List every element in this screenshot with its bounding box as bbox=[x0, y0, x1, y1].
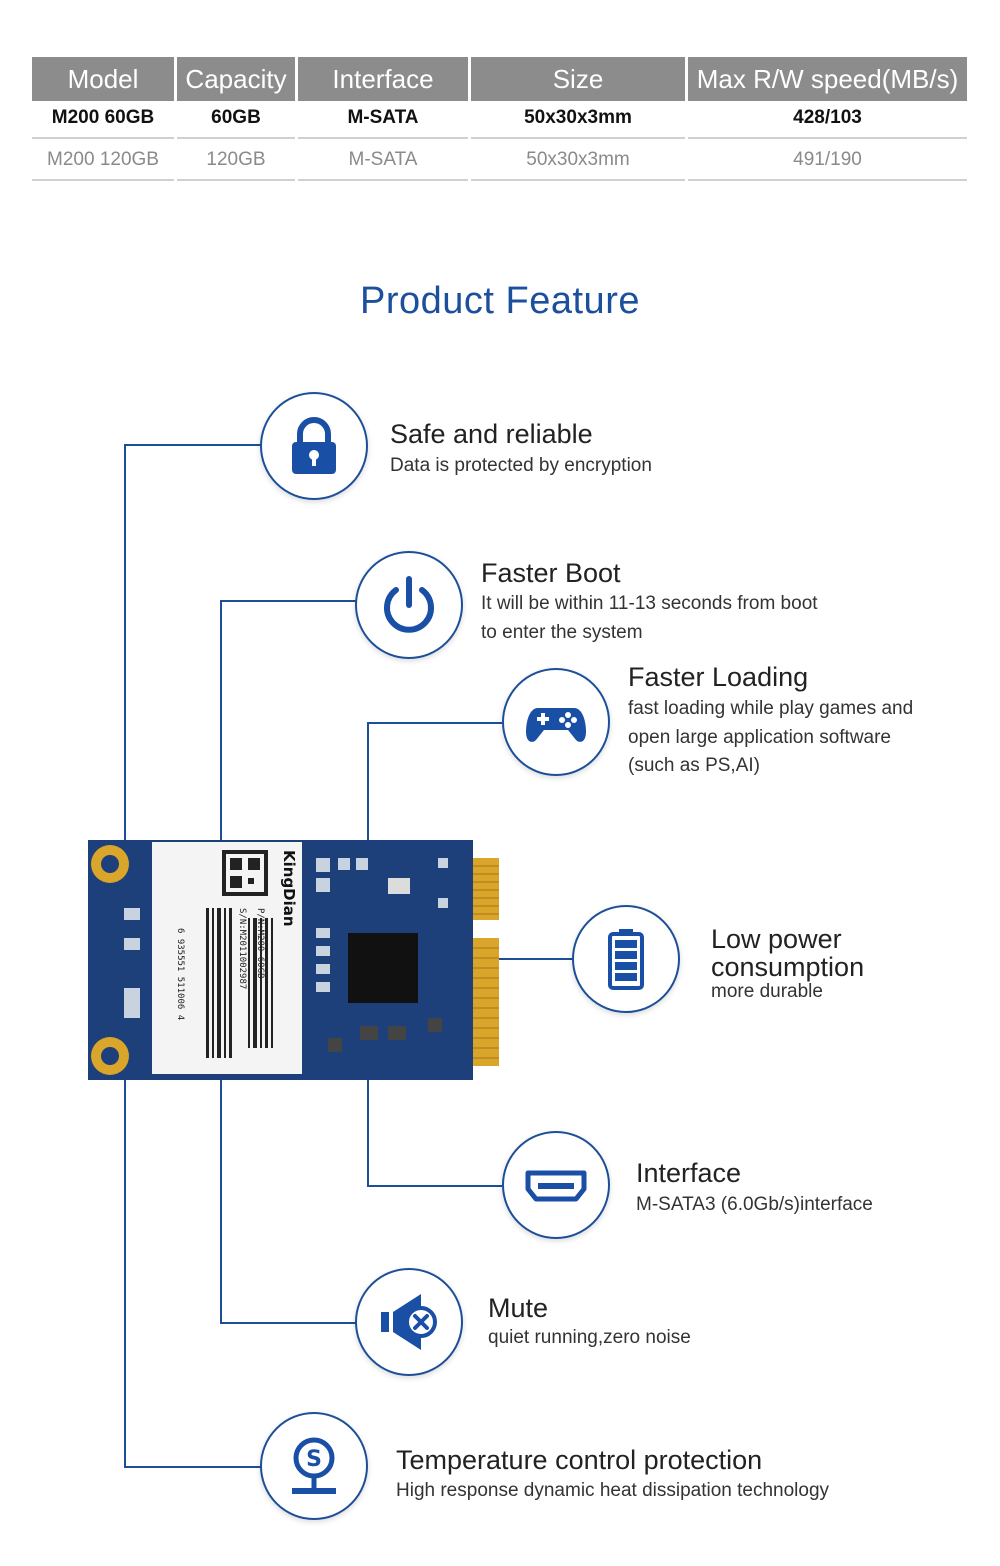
cell-model: M200 60GB bbox=[32, 99, 174, 139]
feature-title: Faster Loading bbox=[628, 662, 809, 692]
header-model: Model bbox=[32, 57, 174, 101]
cell-size: 50x30x3mm bbox=[471, 99, 685, 139]
feature-description: quiet running,zero noise bbox=[488, 1327, 691, 1348]
spec-table-header: Model Capacity Interface Size Max R/W sp… bbox=[32, 57, 967, 101]
cell-interface: M-SATA bbox=[298, 141, 468, 181]
power-icon bbox=[384, 576, 434, 633]
header-capacity: Capacity bbox=[177, 57, 295, 101]
feature-circle-interface bbox=[502, 1131, 610, 1239]
feature-description: fast loading while play games and open l… bbox=[628, 698, 914, 776]
feature-title: Faster Boot bbox=[481, 558, 621, 588]
cell-speed: 491/190 bbox=[688, 141, 967, 181]
cell-size: 50x30x3mm bbox=[471, 141, 685, 181]
lock-icon bbox=[292, 417, 336, 474]
cell-speed: 428/103 bbox=[688, 99, 967, 139]
feature-title: Low power consumption bbox=[711, 924, 865, 983]
feature-circle-mute bbox=[355, 1268, 463, 1376]
feature-description: It will be within 11-13 seconds from boo… bbox=[481, 593, 818, 643]
msata-ssd-image: KingDian P/N:M200 60GB S/N:M2011002987 6… bbox=[88, 840, 499, 1080]
label-part-number: P/N:M200 60GB bbox=[255, 908, 265, 978]
spec-table: Model Capacity Interface Size Max R/W sp… bbox=[32, 57, 967, 183]
feature-title: Safe and reliable bbox=[390, 419, 593, 449]
feature-circle-safe bbox=[260, 392, 368, 500]
feature-title: Interface bbox=[636, 1158, 742, 1188]
feature-circle-boot bbox=[355, 551, 463, 659]
hdmi-port-icon bbox=[525, 1170, 587, 1202]
cell-model: M200 120GB bbox=[32, 141, 174, 181]
thermostat-icon: S bbox=[292, 1437, 336, 1494]
feature-circle-temperature: S bbox=[260, 1412, 368, 1520]
feature-description: more durable bbox=[711, 981, 823, 1002]
header-speed: Max R/W speed(MB/s) bbox=[688, 57, 967, 101]
cell-capacity: 120GB bbox=[177, 141, 295, 181]
feature-title: Mute bbox=[488, 1293, 549, 1323]
cell-capacity: 60GB bbox=[177, 99, 295, 139]
feature-circle-power bbox=[572, 905, 680, 1013]
section-title: Product Feature bbox=[360, 280, 640, 322]
label-barcode-digits: 6 935551 511006 4 bbox=[175, 928, 185, 1020]
label-brand: KingDian bbox=[280, 850, 298, 927]
cell-interface: M-SATA bbox=[298, 99, 468, 139]
feature-description: High response dynamic heat dissipation t… bbox=[396, 1480, 830, 1501]
feature-description: Data is protected by encryption bbox=[390, 455, 652, 476]
feature-title: Temperature control protection bbox=[396, 1445, 763, 1475]
battery-icon bbox=[608, 929, 644, 990]
label-serial-number: S/N:M2011002987 bbox=[237, 908, 247, 989]
header-size: Size bbox=[471, 57, 685, 101]
table-row: M200 60GB 60GB M-SATA 50x30x3mm 428/103 bbox=[32, 99, 967, 141]
feature-circle-loading bbox=[502, 668, 610, 776]
feature-description: M-SATA3 (6.0Gb/s)interface bbox=[636, 1194, 873, 1215]
svg-text:S: S bbox=[306, 1447, 322, 1472]
gamepad-icon bbox=[526, 708, 586, 742]
header-interface: Interface bbox=[298, 57, 468, 101]
mute-speaker-icon bbox=[381, 1294, 437, 1350]
table-row: M200 120GB 120GB M-SATA 50x30x3mm 491/19… bbox=[32, 141, 967, 183]
